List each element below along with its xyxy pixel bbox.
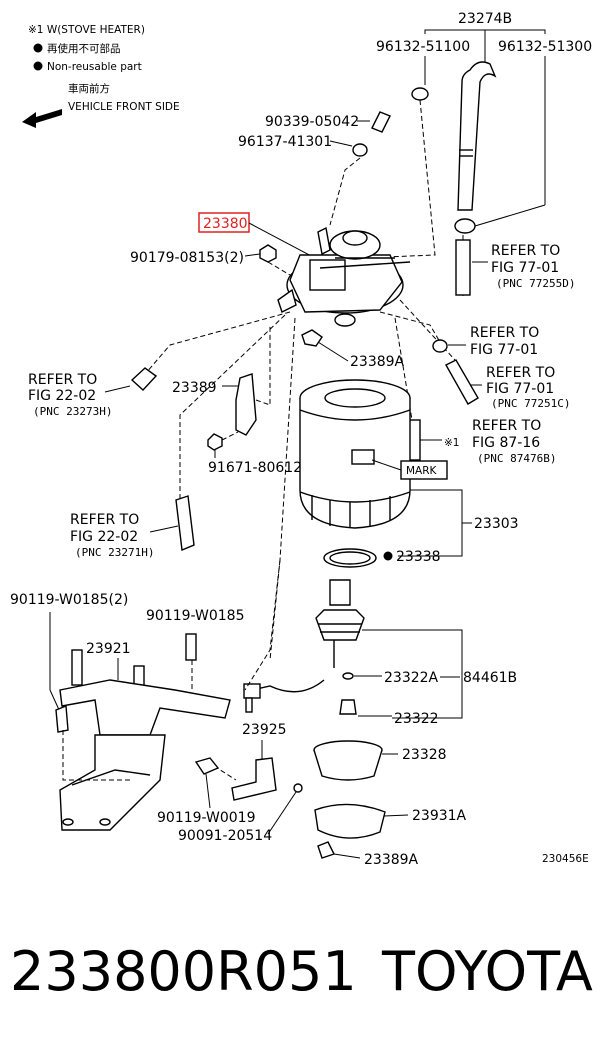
- figure-code: 230456E: [542, 853, 589, 865]
- label-90119-W0019: 90119-W0019: [157, 810, 256, 826]
- bolt-91671-80612: [207, 433, 223, 451]
- connector-plug: [243, 683, 261, 699]
- footer-part-number: 233800R051: [10, 940, 357, 1003]
- label-23921: 23921: [86, 641, 131, 657]
- label-96137-41301: 96137-41301: [238, 134, 332, 150]
- nonreusable-dot-icon: [383, 551, 393, 561]
- clip-23389A-lower: [317, 841, 335, 859]
- refer-77255d-line3: (PNC 77255D): [496, 277, 575, 290]
- bracket-23389: [235, 373, 257, 436]
- vehicle-front-arrow-icon: [22, 109, 62, 128]
- label-90179-08153: 90179-08153(2): [130, 250, 244, 266]
- label-96132-51300: 96132-51300: [498, 39, 592, 55]
- label-23338: 23338: [396, 549, 441, 565]
- refer-23273h-line2: FIG 22-02: [28, 388, 96, 404]
- nonreusable-dot-icon: [33, 43, 43, 53]
- fuel-filter-23303: [299, 379, 411, 529]
- legend-nonreusable-jp: 再使用不可部品: [47, 42, 121, 55]
- label-23322: 23322: [394, 711, 439, 727]
- clamp-96132-51300: [454, 218, 476, 234]
- refer-87476b-line2: FIG 87-16: [472, 435, 540, 451]
- label-91671-80612: 91671-80612: [208, 460, 302, 476]
- label-90119-W0185-2: 90119-W0185(2): [10, 592, 128, 608]
- label-23925: 23925: [242, 722, 287, 738]
- plug-90339-05042: [371, 111, 391, 133]
- refer-87476b-line1: REFER TO: [472, 418, 541, 434]
- exploded-parts-diagram: ※1 W(STOVE HEATER) 再使用不可部品 Non-reusable …: [10, 11, 592, 868]
- hose-refer-23273h: [130, 367, 158, 391]
- bolt-90119-W0019: [194, 757, 220, 775]
- hose-stub: [455, 239, 471, 296]
- refer-77-01-line2: FIG 77-01: [470, 342, 538, 358]
- hose-refer-77251c: [445, 359, 479, 405]
- legend-nonreusable-en: Non-reusable part: [47, 61, 142, 73]
- label-23389: 23389: [172, 380, 217, 396]
- label-23274B: 23274B: [458, 11, 512, 27]
- label-mark: MARK: [406, 465, 438, 477]
- refer-77255d-line1: REFER TO: [491, 243, 560, 259]
- legend-front-jp: 車両前方: [68, 82, 110, 95]
- label-90119-W0185: 90119-W0185: [146, 608, 245, 624]
- refer-23271h-line3: (PNC 23271H): [75, 546, 154, 559]
- bolt-90119-W0185: [185, 633, 197, 661]
- refer-77251c-line2: FIG 77-01: [486, 381, 554, 397]
- o-ring-23322A: [342, 672, 354, 680]
- fuel-pump-head-23380: [277, 226, 411, 327]
- refer-23273h-line3: (PNC 23273H): [33, 405, 112, 418]
- refer-23273h-line1: REFER TO: [28, 372, 97, 388]
- label-23389A-lower: 23389A: [364, 852, 419, 868]
- bracket-23925: [231, 757, 277, 801]
- label-23303: 23303: [474, 516, 519, 532]
- refer-23271h-line1: REFER TO: [70, 512, 139, 528]
- label-90339-05042: 90339-05042: [265, 114, 359, 130]
- clamp-96132-51100: [411, 87, 429, 101]
- clip-23389A-upper: [301, 329, 323, 347]
- note-ref-1: ※1: [444, 437, 459, 449]
- clamp-23931A: [314, 803, 386, 839]
- clip-refer-77-01: [432, 339, 448, 353]
- clip-96137-41301: [352, 143, 368, 157]
- sensor-23322: [339, 699, 357, 715]
- label-84461B: 84461B: [463, 670, 517, 686]
- label-23931A: 23931A: [412, 808, 467, 824]
- footer-brand: TOYOTA: [382, 940, 593, 1003]
- water-sensor-23322A: [315, 579, 365, 668]
- label-23328: 23328: [402, 747, 447, 763]
- label-96132-51100: 96132-51100: [376, 39, 470, 55]
- label-23389A-upper: 23389A: [350, 354, 405, 370]
- refer-77251c-line3: (PNC 77251C): [491, 397, 570, 410]
- refer-77-01-line1: REFER TO: [470, 325, 539, 341]
- footer: 233800R051 TOYOTA: [10, 940, 595, 1010]
- bracket-23921: [55, 649, 231, 831]
- refer-77255d-line2: FIG 77-01: [491, 260, 559, 276]
- label-23380: 23380: [203, 216, 248, 232]
- refer-23271h-line2: FIG 22-02: [70, 529, 138, 545]
- refer-87476b-line3: (PNC 87476B): [477, 452, 556, 465]
- screw-90091-20514: [293, 783, 303, 793]
- legend-front-en: VEHICLE FRONT SIDE: [68, 101, 180, 113]
- sensor-wire: [251, 679, 325, 693]
- label-90091-20514: 90091-20514: [178, 828, 272, 844]
- highlight-box-23380: [198, 212, 250, 233]
- nonreusable-dot-icon: [33, 61, 43, 71]
- bolt-90179-08153: [259, 244, 277, 263]
- legend-note: ※1 W(STOVE HEATER): [28, 24, 145, 36]
- hose-23274B: [457, 61, 497, 211]
- label-23322A: 23322A: [384, 670, 439, 686]
- hose-refer-23271h: [175, 495, 195, 552]
- refer-77251c-line1: REFER TO: [486, 365, 555, 381]
